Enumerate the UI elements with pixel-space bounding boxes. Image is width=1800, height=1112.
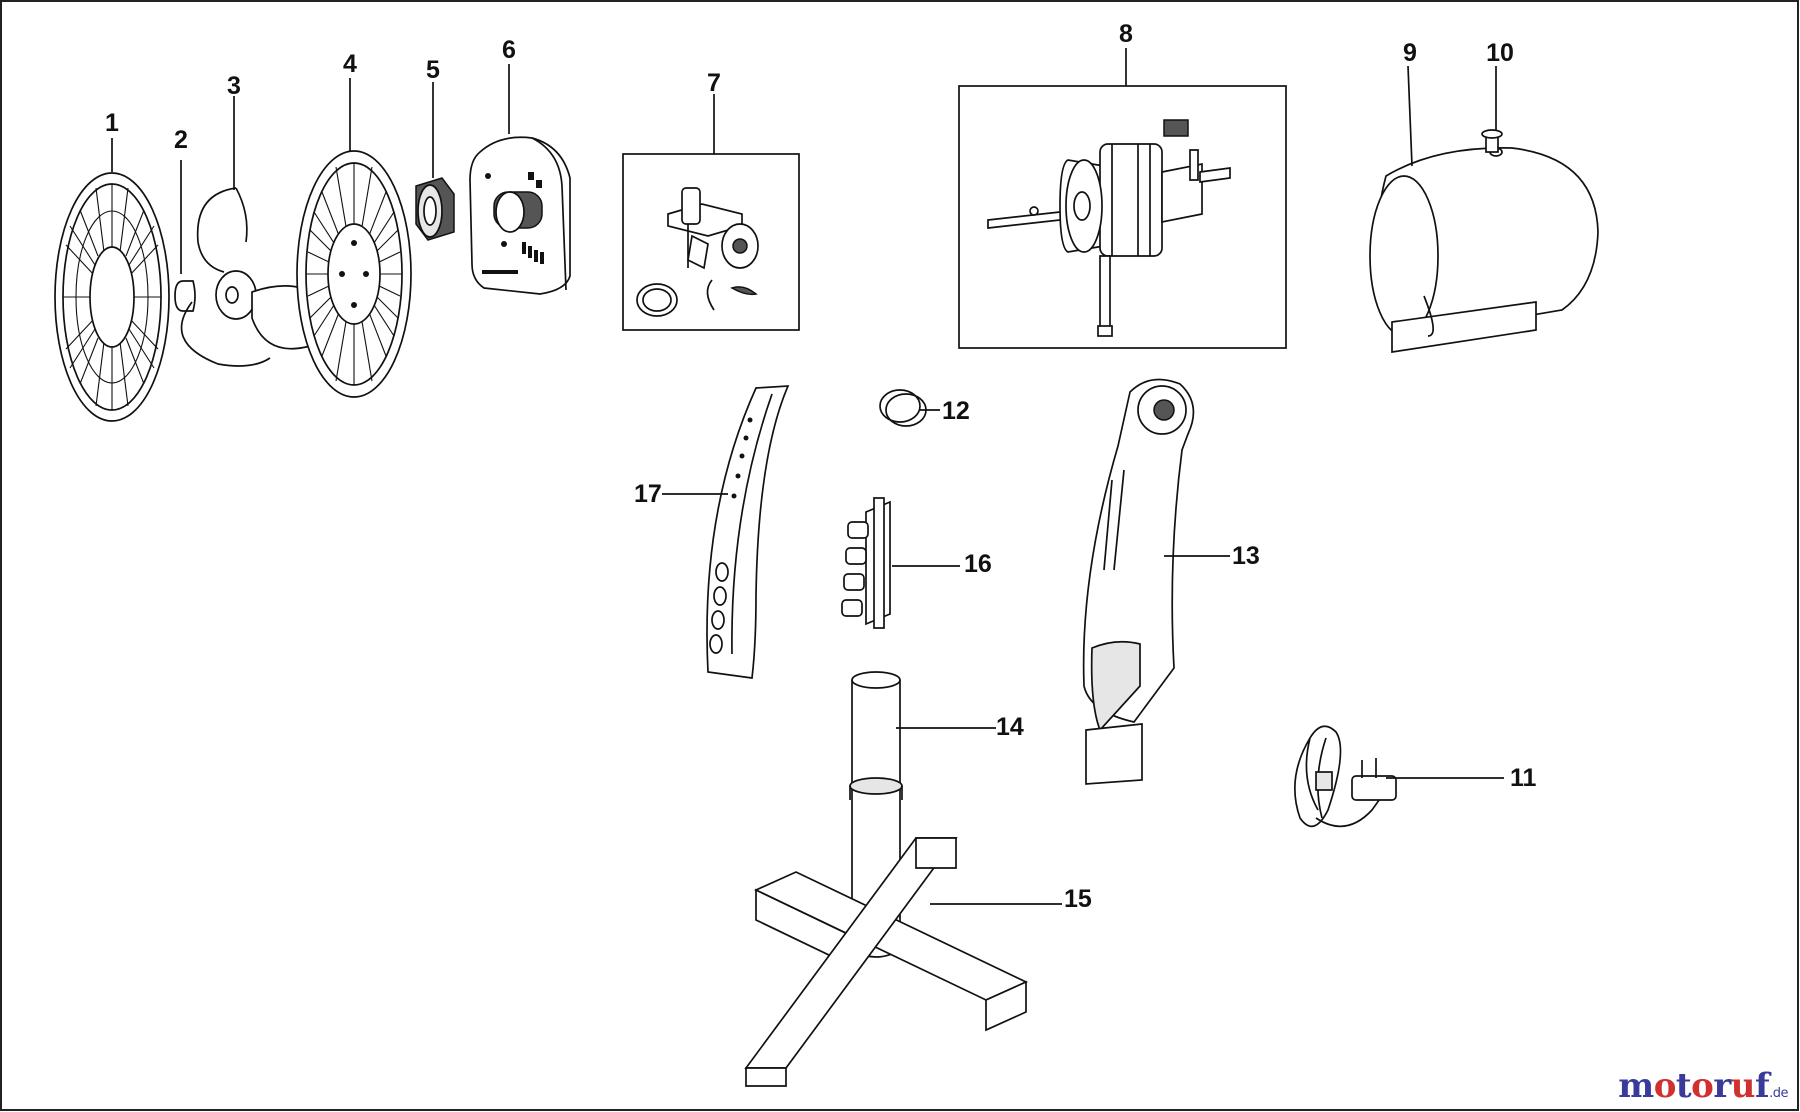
part-2-spinner-cap: [174, 280, 196, 312]
callout-1: 1: [105, 109, 119, 137]
logo-letter-f: f: [1754, 1066, 1770, 1106]
callout-13: 13: [1232, 542, 1260, 570]
part-11-power-cord: [1294, 725, 1397, 828]
callout-9: 9: [1403, 39, 1417, 67]
callout-labels: 1 2 3 4 5 6 7 8 9 10 11 12 13 14 15 16 1…: [105, 20, 1536, 913]
part-1-front-grille: [54, 172, 170, 422]
callout-10: 10: [1486, 39, 1514, 67]
motoruf-logo: motoruf.de: [1618, 1066, 1788, 1106]
part-4-rear-grille: [296, 150, 412, 398]
callout-7: 7: [707, 69, 721, 97]
part-10-oscillation-knob: [1481, 129, 1503, 153]
part-9-motor-rear-housing: [1369, 147, 1599, 353]
part-12-cap: [879, 389, 927, 427]
logo-letter-t: t: [1675, 1066, 1692, 1106]
part-17-front-column-cover: [706, 385, 790, 679]
callout-8: 8: [1119, 20, 1133, 48]
logo-letter-o2: o: [1691, 1066, 1714, 1106]
callout-3: 3: [227, 72, 241, 100]
callout-12: 12: [942, 397, 970, 425]
callout-16: 16: [964, 550, 992, 578]
part-13-rear-column-housing: [1082, 378, 1195, 785]
callout-15: 15: [1064, 885, 1092, 913]
part-8-motor-assembly: [958, 85, 1287, 349]
callout-11: 11: [1510, 764, 1537, 792]
part-7-oscillation-gear-assembly: [622, 153, 800, 331]
callout-2: 2: [174, 126, 188, 154]
callout-17: 17: [634, 480, 662, 508]
logo-letter-m: m: [1618, 1066, 1654, 1106]
part-6-motor-front-cover: [469, 136, 571, 295]
callout-14: 14: [996, 713, 1024, 741]
callout-6: 6: [502, 36, 516, 64]
logo-tld: .de: [1769, 1086, 1788, 1101]
callout-5: 5: [426, 56, 440, 84]
part-16-switch-block: [841, 497, 891, 629]
part-5-grille-nut: [415, 177, 455, 241]
callout-4: 4: [343, 50, 357, 78]
logo-letter-o: o: [1653, 1066, 1677, 1106]
logo-letter-r: r: [1713, 1066, 1731, 1106]
logo-letter-u: u: [1730, 1066, 1756, 1106]
leader-lines: [111, 48, 1504, 905]
part-15-cross-base: [744, 837, 1029, 1087]
